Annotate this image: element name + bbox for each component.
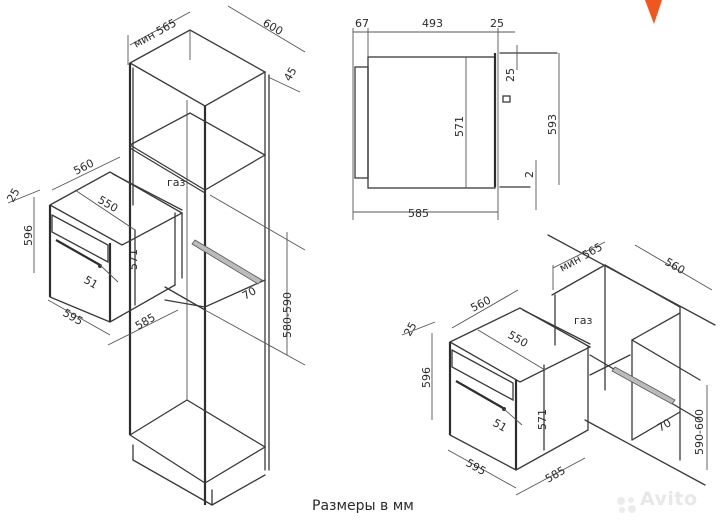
svg-text:596: 596 [420,367,433,388]
right-oven-dimensions: 560 25 550 газ 596 571 51 595 585 [401,289,593,496]
left-oven-dimensions: 560 25 550 газ 596 571 51 595 585 [4,157,186,346]
svg-text:70: 70 [655,416,674,434]
avito-logo-icon [617,497,636,513]
svg-text:493: 493 [422,17,443,30]
svg-text:580-590: 580-590 [281,292,294,338]
svg-text:51: 51 [82,273,101,291]
svg-text:67: 67 [355,17,369,30]
svg-text:596: 596 [22,225,35,246]
right-cabinet [547,234,716,486]
svg-text:571: 571 [127,249,140,270]
svg-text:585: 585 [133,311,158,333]
svg-text:25: 25 [4,186,22,205]
left-oven [48,171,184,323]
svg-text:585: 585 [543,464,568,486]
svg-text:550: 550 [506,328,531,350]
svg-text:2: 2 [523,171,536,178]
orange-marker-icon [645,0,662,24]
tall-cabinet [128,29,306,506]
right-oven [448,307,592,471]
left-cabinet-dimensions: мин 565 600 45 580-590 70 [127,5,306,355]
caption-dimensions-in-mm: Размеры в мм [312,498,414,514]
svg-text:мин 565: мин 565 [131,16,179,50]
svg-text:70: 70 [240,284,259,302]
svg-text:газ: газ [167,176,186,189]
svg-text:593: 593 [546,114,559,135]
svg-text:25: 25 [490,17,504,30]
svg-text:590-600: 590-600 [693,409,706,455]
svg-text:595: 595 [464,456,489,478]
svg-text:25: 25 [401,320,419,339]
svg-text:585: 585 [408,207,429,220]
svg-text:51: 51 [491,416,510,434]
side-view [354,52,558,189]
svg-text:571: 571 [453,116,466,137]
svg-text:571: 571 [536,409,549,430]
svg-text:газ: газ [574,314,593,327]
avito-watermark: Avito [640,488,698,510]
svg-text:45: 45 [281,65,299,84]
svg-text:600: 600 [261,16,286,38]
svg-text:25: 25 [504,68,517,82]
side-view-dimensions: 67 493 25 25 571 593 2 585 [352,17,560,220]
